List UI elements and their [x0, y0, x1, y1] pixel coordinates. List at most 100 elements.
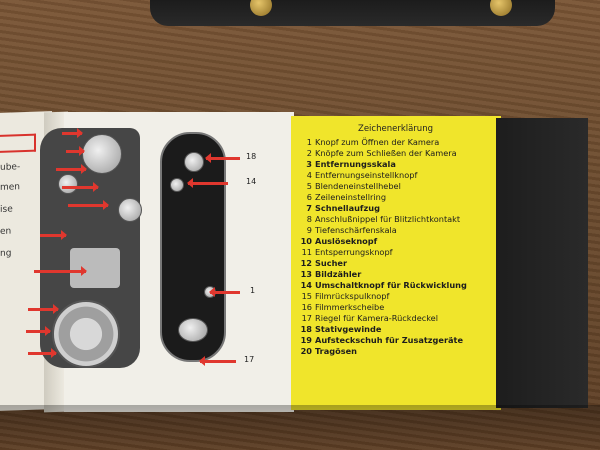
page-fragment: ng: [0, 248, 12, 259]
legend-text: Knopf zum Öffnen der Kamera: [315, 137, 440, 147]
page-fragment: ise: [0, 204, 13, 215]
legend-panel: [291, 116, 501, 410]
legend-number: 18: [300, 324, 312, 334]
callout-arrow: [187, 178, 228, 188]
legend-text: Entsperrungsknopf: [315, 247, 393, 257]
callout-arrow: [26, 326, 51, 336]
legend-number: 14: [300, 280, 312, 290]
legend-number: 3: [306, 159, 312, 169]
legend-text: Schnellaufzug: [315, 203, 380, 213]
legend-text: Bildzähler: [315, 269, 362, 279]
legend-text: Filmrückspulknopf: [315, 291, 390, 301]
legend-text: Blendeneinstellhebel: [315, 181, 401, 191]
legend-number: 13: [300, 269, 312, 279]
legend-text: Sucher: [315, 258, 347, 268]
legend-number: 20: [300, 346, 312, 356]
rewind-switch: [170, 178, 184, 192]
diagram-label-17: 17: [244, 355, 255, 364]
viewfinder-plate: [70, 248, 120, 288]
legend-number: 6: [306, 192, 312, 202]
callout-arrow: [62, 128, 83, 138]
callout-arrow: [205, 153, 240, 163]
legend-text: Stativgewinde: [315, 324, 382, 334]
legend-text: Entfernungseinstellknopf: [315, 170, 418, 180]
camera-knob: [250, 0, 272, 16]
legend-number: 12: [300, 258, 312, 268]
diagram-label-14: 14: [246, 177, 257, 186]
legend-number: 11: [301, 247, 312, 257]
legend-number: 17: [301, 313, 312, 323]
callout-arrow: [34, 266, 87, 276]
diagram-label-18: 18: [246, 152, 257, 161]
callout-arrow: [62, 182, 99, 192]
dark-strip: [496, 118, 588, 408]
diagram-label-1: 1: [250, 286, 256, 295]
camera-back-drawing: [160, 132, 226, 362]
legend-text: Tragösen: [315, 346, 357, 356]
legend-number: 8: [306, 214, 312, 224]
shutter-knob: [118, 198, 142, 222]
legend-text: Filmmerkscheibe: [315, 302, 385, 312]
red-box-mark: [0, 133, 36, 153]
legend-number: 4: [306, 170, 312, 180]
legend-text: Anschlußnippel für Blitzlichtkontakt: [315, 214, 461, 224]
camera-body-top: [150, 0, 555, 26]
rewind-dial: [82, 134, 122, 174]
callout-arrow: [68, 200, 109, 210]
legend-number: 16: [301, 302, 312, 312]
film-reminder-disc: [178, 318, 208, 342]
legend-number: 5: [306, 181, 312, 191]
callout-arrow: [56, 164, 87, 174]
camera-knob: [490, 0, 512, 16]
legend-number: 15: [301, 291, 312, 301]
legend-number: 10: [300, 236, 312, 246]
page-fragment: ube-: [0, 162, 21, 173]
legend-text: Zeileneinstellring: [315, 192, 387, 202]
legend-number: 2: [306, 148, 312, 158]
page-fragment: men: [0, 182, 21, 193]
callout-arrow: [28, 304, 59, 314]
callout-arrow: [66, 146, 85, 156]
legend-text: Auslöseknopf: [315, 236, 378, 246]
legend-text: Riegel für Kamera-Rückdeckel: [315, 313, 438, 323]
page-fragment: en: [0, 226, 12, 237]
legend-number: 9: [306, 225, 312, 235]
callout-arrow: [28, 348, 57, 358]
legend-number: 7: [306, 203, 312, 213]
legend-text: Aufsteckschuh für Zusatzgeräte: [315, 335, 463, 345]
legend-title: Zeichenerklärung: [358, 124, 433, 134]
callout-arrow: [40, 230, 67, 240]
legend-number: 1: [306, 137, 312, 147]
legend-number: 19: [300, 335, 312, 345]
lens: [52, 300, 120, 368]
legend-text: Tiefenschärfenskala: [315, 225, 397, 235]
book-shadow: [0, 405, 600, 450]
callout-arrow: [209, 287, 240, 297]
tripod-socket: [184, 152, 204, 172]
legend-text: Umschaltknopf für Rückwicklung: [315, 280, 467, 290]
small-knob: [58, 174, 78, 194]
legend-text: Knöpfe zum Schließen der Kamera: [315, 148, 457, 158]
legend-text: Entfernungsskala: [315, 159, 396, 169]
